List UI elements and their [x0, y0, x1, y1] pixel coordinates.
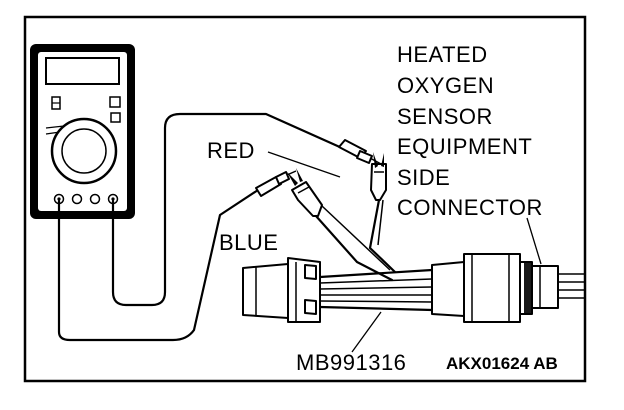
harness-mid-connector	[431, 253, 533, 323]
red-leader-line	[267, 151, 341, 178]
figure-code: AKX01624 AB	[446, 354, 558, 373]
sensor-label-line-2: OXYGEN	[397, 73, 494, 98]
harness-cable	[318, 268, 434, 312]
blue-test-lead	[57, 188, 260, 342]
red-test-lead	[111, 112, 344, 307]
test-jack-2	[71, 193, 83, 205]
sensor-label-line-5: SIDE	[397, 165, 450, 190]
red-clip-wire	[368, 198, 397, 274]
blue-alligator-clip	[287, 168, 323, 217]
equipment-side-connector	[524, 262, 559, 314]
sensor-label-line-4: EQUIPMENT	[397, 134, 532, 159]
sensor-label-line-1: HEATED	[397, 42, 488, 67]
sensor-label-line-6: CONNECTOR	[397, 195, 543, 220]
multimeter-display	[45, 57, 120, 85]
blue-probe	[255, 170, 297, 197]
connector-leader-line	[526, 217, 542, 265]
red-probe-label: RED	[207, 138, 255, 163]
test-jack-3	[89, 193, 101, 205]
sensor-wires	[558, 273, 584, 299]
rotary-dial-knob	[61, 128, 107, 174]
blue-probe-label: BLUE	[219, 230, 278, 255]
red-probe	[338, 139, 382, 165]
sensor-label-line-3: SENSOR	[397, 104, 493, 129]
multimeter	[30, 44, 135, 219]
mb991316-leader-line	[351, 311, 382, 353]
figure-frame	[23, 15, 587, 383]
harness-left-connector	[242, 257, 321, 323]
harness-tool-label: MB991316	[296, 350, 406, 375]
